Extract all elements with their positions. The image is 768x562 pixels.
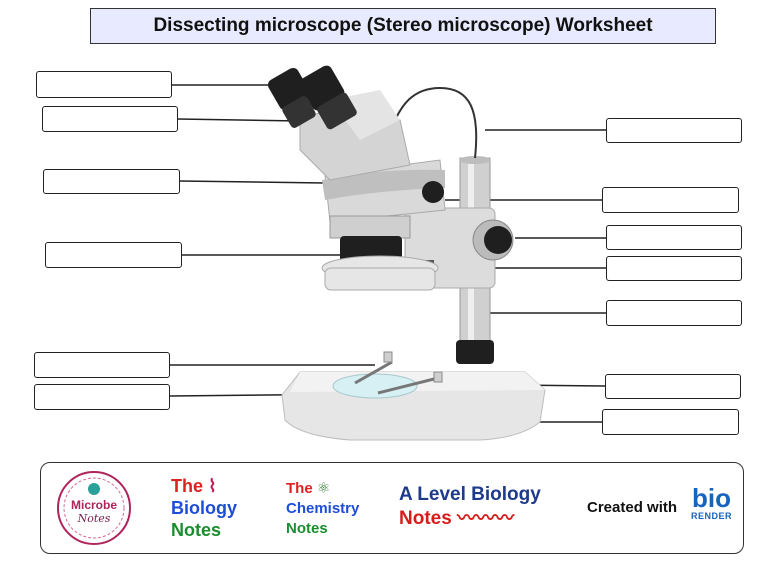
chemistry-notes-the: The	[286, 480, 313, 497]
label-box-right-5[interactable]	[606, 300, 742, 326]
microscope-diagram	[169, 65, 606, 441]
microbe-notes-line1: Microbe	[70, 498, 117, 512]
eyepiece-left	[267, 67, 316, 128]
label-box-left-4[interactable]	[45, 242, 182, 268]
microscope-base	[281, 351, 546, 441]
alevel-line1: A Level Biology	[399, 484, 541, 505]
zoom-knob	[422, 181, 444, 203]
label-box-left-2[interactable]	[42, 106, 178, 132]
label-box-right-1[interactable]	[606, 118, 742, 143]
label-box-right-2[interactable]	[602, 187, 739, 213]
biorender-big: bio	[692, 483, 731, 513]
leader-line-head	[179, 180, 326, 184]
microbe-notes-logo	[57, 471, 131, 545]
biology-notes-logo: The ⌇ Biology Notes	[171, 475, 237, 541]
stage-plate	[332, 373, 418, 399]
chemistry-notes-logo: The ⚛ Chemistry Notes	[286, 479, 359, 539]
label-box-left-3[interactable]	[43, 169, 180, 194]
alevel-biology-notes-logo: A Level Biology Notes 〰〰〰	[399, 483, 541, 531]
stage-clip-right	[377, 376, 439, 395]
label-box-right-7[interactable]	[602, 409, 739, 435]
biology-notes-the: The	[171, 476, 204, 496]
biology-notes-notes: Notes	[171, 520, 222, 540]
label-box-right-4[interactable]	[606, 256, 742, 281]
worksheet-title: Dissecting microscope (Stereo microscope…	[153, 15, 653, 36]
label-box-left-6[interactable]	[34, 384, 170, 410]
biology-notes-biology: Biology	[171, 498, 237, 518]
light-cable	[394, 86, 478, 159]
label-box-right-6[interactable]	[605, 374, 741, 399]
dna-helix-icon: 〰〰〰	[457, 508, 515, 529]
footer-logos: Microbe Notes The ⌇ Biology Notes The ⚛ …	[40, 462, 744, 554]
eyepiece-right	[299, 65, 357, 130]
microbe-notes-text: Microbe Notes	[55, 498, 133, 526]
biorender-small: RENDER	[691, 511, 733, 521]
dna-icon: ⌇	[208, 476, 217, 496]
stage-clip-left	[354, 360, 393, 385]
alevel-line2: Notes	[399, 508, 452, 529]
biorender-logo: bio RENDER	[691, 485, 732, 521]
label-box-right-3[interactable]	[606, 225, 742, 250]
created-with-text: Created with	[587, 499, 678, 516]
worksheet-title-box: Dissecting microscope (Stereo microscope…	[90, 8, 716, 44]
microscope-head	[267, 65, 446, 291]
leader-line-eyepiece-2	[177, 118, 301, 122]
chemistry-notes-chemistry: Chemistry	[286, 500, 360, 517]
atom-icon: ⚛	[316, 480, 331, 497]
coarse-focus-knob	[484, 226, 512, 254]
label-box-left-5[interactable]	[34, 352, 170, 378]
label-box-left-1[interactable]	[36, 71, 172, 98]
chemistry-notes-notes: Notes	[286, 520, 328, 537]
microbe-notes-line2: Notes	[77, 512, 111, 525]
